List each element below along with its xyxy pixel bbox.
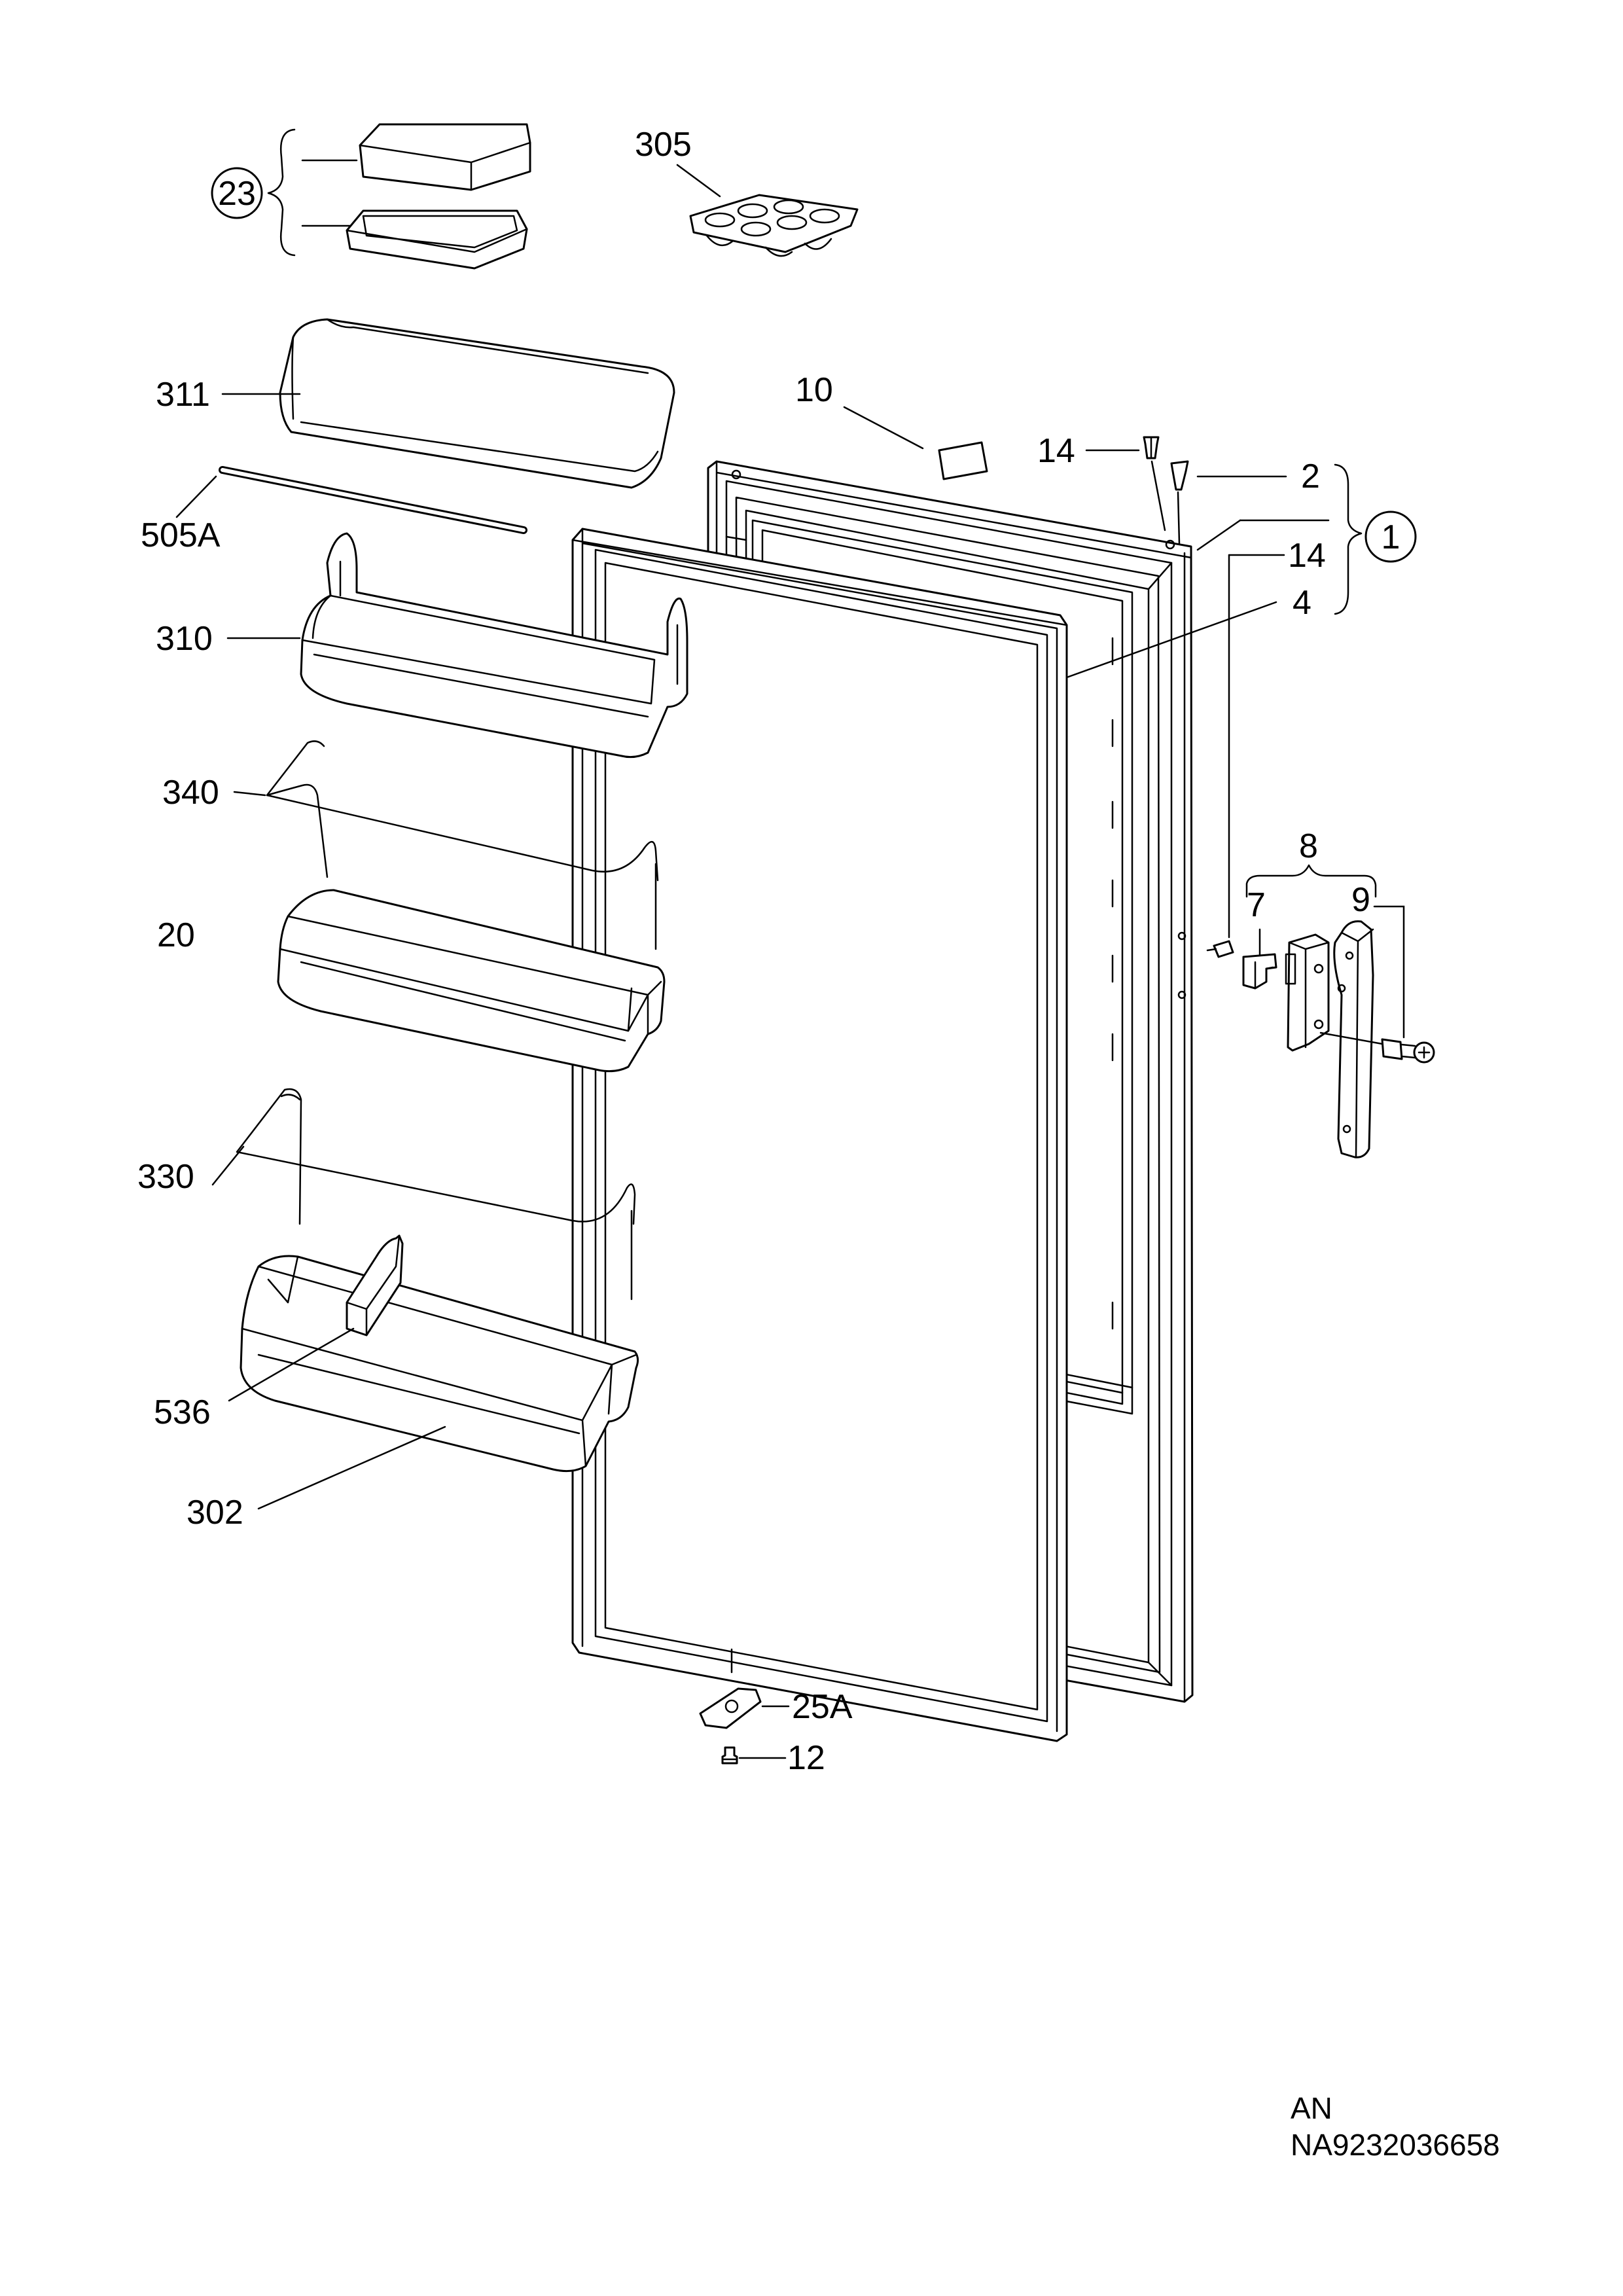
leader-536: [228, 1327, 355, 1402]
label-340: 340: [162, 774, 219, 812]
label-305: 305: [635, 126, 692, 164]
part-4-door-gasket: [571, 528, 1068, 1742]
leader-340: [233, 791, 266, 797]
label-1: 1: [1382, 518, 1400, 556]
part-12-screw: [721, 1746, 738, 1765]
part-8-handle-bracket: [1285, 933, 1330, 1052]
label-25a: 25A: [792, 1688, 853, 1726]
label-7: 7: [1247, 886, 1266, 924]
bracket-23: [267, 128, 296, 257]
callout-circle-1: [1364, 511, 1417, 563]
bracket-1: [1334, 463, 1363, 615]
label-311: 311: [156, 376, 210, 414]
label-536: 536: [154, 1393, 211, 1431]
label-310: 310: [156, 620, 213, 658]
label-20: 20: [157, 916, 195, 954]
part-311-dairy-cover: [279, 318, 675, 489]
part-9-screw: [1319, 1031, 1435, 1064]
leader-505a: [175, 475, 217, 518]
part-10-plate: [938, 441, 988, 480]
label-9: 9: [1351, 881, 1370, 919]
callout-circle-23: [211, 167, 263, 219]
part-7-catch: [1242, 953, 1277, 990]
part-340-wire-rail: [266, 783, 659, 950]
part-536-bottle-divider: [346, 1234, 404, 1336]
part-14-pin-lower: [1206, 940, 1234, 958]
part-20-middle-bin: [277, 889, 666, 1073]
part-14-pin-top: [1143, 436, 1160, 459]
label-10: 10: [795, 371, 833, 409]
label-302: 302: [187, 1494, 243, 1532]
part-310-upper-bin: [300, 532, 688, 759]
leader-302: [257, 1426, 446, 1510]
leader-10: [843, 406, 924, 450]
label-505a: 505A: [141, 516, 221, 554]
part-25a-hinge-plate: [699, 1687, 762, 1729]
footer-code-an: AN: [1291, 2091, 1332, 2125]
part-330-wire-rail: [236, 1088, 636, 1300]
label-12: 12: [787, 1739, 825, 1777]
leader-9: [1373, 905, 1405, 1039]
label-4: 4: [1293, 584, 1311, 622]
label-2: 2: [1301, 457, 1320, 495]
part-23-butter-box: [346, 123, 531, 270]
label-14-lower: 14: [1288, 537, 1326, 575]
part-2-bush: [1170, 460, 1189, 491]
leader-330: [211, 1145, 245, 1186]
label-23: 23: [218, 175, 256, 213]
part-305-egg-tray: [689, 194, 859, 257]
leader-4: [1065, 601, 1277, 679]
part-302-bottle-bin: [240, 1255, 639, 1473]
bracket-8: [1245, 864, 1377, 898]
label-8: 8: [1299, 827, 1318, 865]
footer-code-number: NA9232036658: [1291, 2128, 1500, 2162]
label-330: 330: [137, 1158, 194, 1196]
label-14-top: 14: [1037, 432, 1075, 470]
leader-305: [676, 164, 721, 198]
